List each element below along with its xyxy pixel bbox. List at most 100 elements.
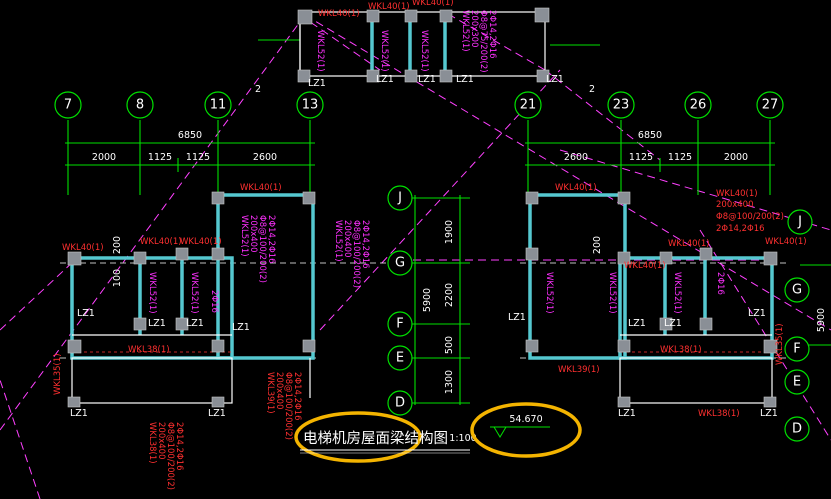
svg-text:2Φ14,2Φ16: 2Φ14,2Φ16 [360,220,370,269]
svg-text:E: E [396,351,404,366]
beam-wkl52-left-a[interactable]: WKL52(1) [147,272,157,314]
axis-13-bubble[interactable]: 13 [296,91,324,119]
beam-wkl52-left-spec[interactable]: WKL52(1) 200x400 Φ8@100/200(2) 2Φ14,2Φ16 [239,215,276,283]
right-axis-grid [525,44,775,195]
axis-11-bubble[interactable]: 11 [204,91,232,119]
column-label: LZ1 [664,318,682,329]
axis-G-right-bubble[interactable]: G [784,277,810,303]
axis-23-bubble[interactable]: 23 [607,91,635,119]
svg-text:G: G [395,256,405,271]
svg-text:11: 11 [210,98,227,113]
svg-text:E: E [793,375,801,390]
beam-wkl35-right[interactable]: WKL35(1) [775,323,785,365]
beam-wkl35-left[interactable]: WKL35(1) [53,353,63,395]
svg-text:WKL39(1): WKL39(1) [265,372,275,414]
svg-text:200x400: 200x400 [156,422,166,459]
beam-wkl40-right-d[interactable]: WKL40(1) [765,237,807,247]
svg-text:2Φ14,2Φ16: 2Φ14,2Φ16 [266,215,276,264]
beam-small-spec-b[interactable]: 2Φ16 [715,272,725,295]
beam-wkl52-top-b[interactable]: WKL52(1) [379,30,389,72]
beam-wkl40-left-top[interactable]: WKL40(1) [240,183,282,193]
axis-E-center-bubble[interactable]: E [387,345,413,371]
axis-J-center-bubble[interactable]: J [387,185,413,211]
beam-wkl39-right[interactable]: WKL39(1) [558,365,600,375]
axis-27-bubble[interactable]: 27 [756,91,784,119]
axis-7-bubble[interactable]: 7 [54,91,82,119]
column-label: LZ1 [628,318,646,329]
column-label: LZ1 [148,318,166,329]
dim-v-1300: 1300 [444,370,455,394]
beam-wkl52-mid-spec[interactable]: WKL52(1) 200x400 Φ8@100/200(2) 2Φ14,2Φ16 [333,220,370,288]
axis-D-right-bubble[interactable]: D [784,416,810,442]
beam-wkl40-top-a[interactable]: WKL40(1) [318,9,360,19]
beam-wkl52-top-a[interactable]: WKL52(1) [315,30,325,72]
axis-26-bubble[interactable]: 26 [684,91,712,119]
dim-room-100: 100 [112,269,123,287]
svg-text:WKL52(1): WKL52(1) [333,220,343,262]
beam-wkl52-right-b[interactable]: WKL52(1) [607,272,617,314]
axis-21-bubble[interactable]: 21 [514,91,542,119]
beam-wkl38-right[interactable]: WKL38(1) [660,345,702,355]
beam-wkl38-bottom-spec[interactable]: WKL38(1) 200x400 Φ8@100/200(2) 2Φ14,2Φ16 [147,422,184,490]
svg-text:8: 8 [136,98,144,113]
column-label: LZ1 [618,408,636,419]
svg-text:Φ8@100/200(2): Φ8@100/200(2) [283,372,293,440]
beam-wkl52-right-a[interactable]: WKL52(1) [544,272,554,314]
svg-text:J: J [797,215,802,230]
svg-text:Φ8@75/200(2): Φ8@75/200(2) [478,10,488,73]
beam-wkl40-top-c[interactable]: WKL40(1) [412,0,454,8]
axis-F-right-bubble[interactable]: F [784,336,810,362]
beam-wkl52-left-b[interactable]: WKL52(1) [189,272,199,314]
svg-text:200x400: 200x400 [248,215,258,252]
column-label: LZ1 [508,312,526,323]
svg-text:J: J [397,191,402,206]
column-label: LZ1 [376,74,394,85]
svg-text:Φ8@100/200(2): Φ8@100/200(2) [716,212,784,222]
column-label: LZ1 [208,408,226,419]
drawing-title-block[interactable]: 电梯机房屋面梁结构图 1:100 [294,411,477,463]
column-label: LZ1 [456,74,474,85]
beam-wkl40-top-b[interactable]: WKL40(1) [368,2,410,12]
beam-wkl52-top-c[interactable]: WKL52(1) [419,30,429,72]
beam-wkl40-left-b[interactable]: WKL40(1) [140,237,182,247]
dim-right-seg-4: 2000 [724,152,748,163]
beam-wkl40-mid-left[interactable]: WKL40(1) [180,237,222,247]
svg-text:WKL52(1): WKL52(1) [460,10,470,52]
beam-wkl52-top-spec[interactable]: WKL52(1) 200x300 Φ8@75/200(2) 2Φ14,2Φ16 [460,10,497,73]
dim-right-seg-2: 1125 [629,152,653,163]
beam-wkl40-mid-right[interactable]: WKL40(1) [624,261,666,271]
beam-wkl38-left[interactable]: WKL38(1) [128,345,170,355]
beam-wkl40-right-b[interactable]: WKL40(1) [668,239,710,249]
axis-F-center-bubble[interactable]: F [387,311,413,337]
svg-text:Φ8@100/200(2): Φ8@100/200(2) [257,215,267,283]
beam-wkl40-far-left[interactable]: WKL40(1) [62,243,104,253]
dim-v-1900: 1900 [444,220,455,244]
svg-text:2Φ14,2Φ16: 2Φ14,2Φ16 [174,422,184,471]
beam-wkl38-right-b[interactable]: WKL38(1) [698,409,740,419]
elevation-marker[interactable]: 54.670 [470,402,582,458]
axis-G-center-bubble[interactable]: G [387,250,413,276]
left-room-structure [67,191,316,408]
svg-text:Φ8@100/200(2): Φ8@100/200(2) [165,422,175,490]
beam-wkl40-right-spec[interactable]: WKL40(1) 200x400 Φ8@100/200(2) 2Φ14,2Φ16 [716,189,784,234]
svg-text:WKL52(1): WKL52(1) [239,215,249,257]
svg-text:2Φ14,2Φ16: 2Φ14,2Φ16 [487,10,497,59]
svg-text:D: D [395,396,405,411]
svg-text:27: 27 [762,98,779,113]
left-axis-grid [65,39,315,195]
svg-text:26: 26 [690,98,707,113]
beam-wkl39-left-spec[interactable]: WKL39(1) 200x400 Φ8@100/200(2) 2Φ14,2Φ16 [265,372,302,440]
beam-small-spec-a[interactable]: 2Φ16 [209,290,219,313]
dim-left-seg-4: 2600 [253,152,277,163]
axis-D-center-bubble[interactable]: D [387,390,413,416]
axis-E-right-bubble[interactable]: E [784,369,810,395]
span-number-left: 2 [255,84,261,95]
beam-wkl40-right-top[interactable]: WKL40(1) [555,183,597,193]
svg-text:D: D [792,422,802,437]
axis-8-bubble[interactable]: 8 [126,91,154,119]
beam-wkl52-right-c[interactable]: WKL52(1) [672,272,682,314]
svg-text:23: 23 [613,98,630,113]
svg-text:21: 21 [520,98,537,113]
axis-J-right-bubble[interactable]: J [787,209,813,235]
